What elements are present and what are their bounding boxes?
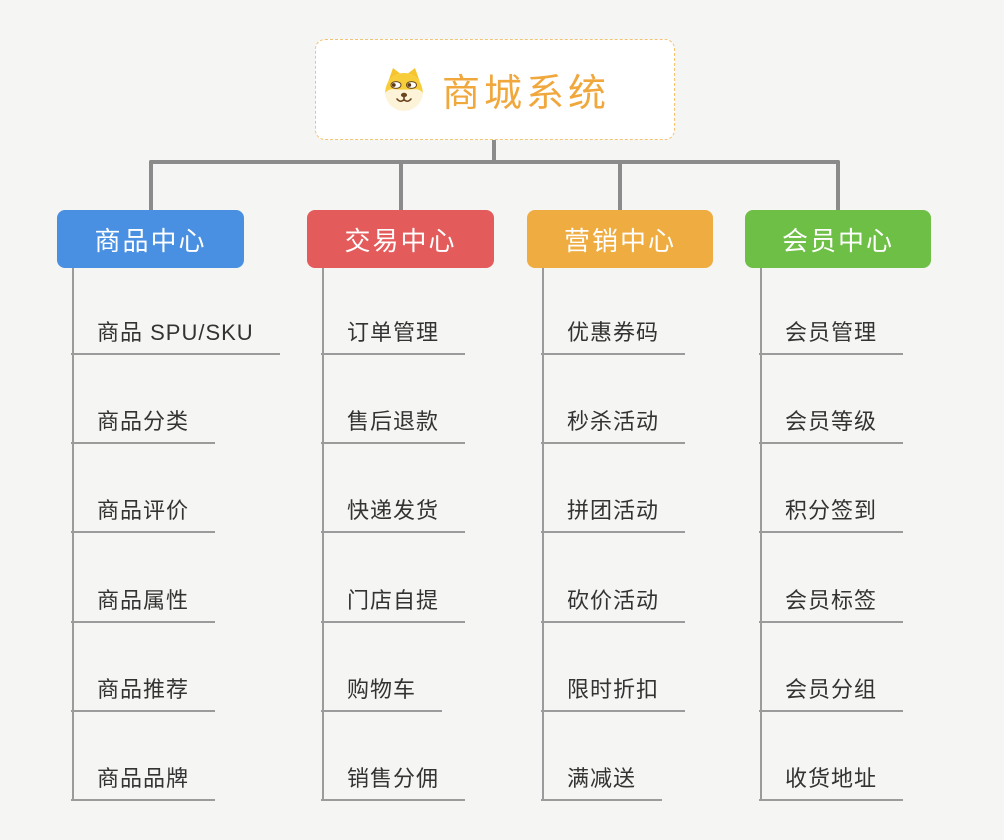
leaf-node[interactable]: 快递发货 [321,496,466,533]
leaf-node[interactable]: 优惠券码 [541,318,686,355]
leaf-node[interactable]: 会员等级 [759,407,904,444]
leaf-node[interactable]: 收货地址 [759,764,904,801]
root-title: 商城系统 [441,73,610,115]
leaf-node[interactable]: 商品推荐 [71,675,216,712]
branch-spine-line [72,268,74,801]
leaf-node[interactable]: 商品分类 [71,407,216,444]
root-connector-line [492,139,496,164]
branch-bus-line [149,160,840,164]
leaf-node[interactable]: 会员分组 [759,675,904,712]
leaf-node[interactable]: 购物车 [321,675,443,712]
dog-face-icon [384,67,423,111]
branch-connector-line [399,160,403,212]
branch-spine-line [760,268,762,801]
leaf-node[interactable]: 商品 SPU/SKU [71,318,280,355]
leaf-node[interactable]: 拼团活动 [541,496,686,533]
leaf-node[interactable]: 会员标签 [759,586,904,623]
leaf-node[interactable]: 门店自提 [321,586,466,623]
branch-connector-line [836,160,840,212]
leaf-node[interactable]: 销售分佣 [321,764,466,801]
leaf-node[interactable]: 商品属性 [71,586,216,623]
leaf-node[interactable]: 积分签到 [759,496,904,533]
branch-connector-line [618,160,622,212]
branch-spine-line [322,268,324,801]
root-node[interactable]: 商城系统 [315,39,675,140]
leaf-node[interactable]: 商品品牌 [71,764,216,801]
branch-header-product-center[interactable]: 商品中心 [57,210,244,268]
branch-header-member-center[interactable]: 会员中心 [745,210,931,268]
leaf-node[interactable]: 秒杀活动 [541,407,686,444]
leaf-node[interactable]: 满减送 [541,764,663,801]
branch-header-trade-center[interactable]: 交易中心 [307,210,494,268]
leaf-node[interactable]: 商品评价 [71,496,216,533]
leaf-node[interactable]: 订单管理 [321,318,466,355]
branch-spine-line [542,268,544,801]
leaf-node[interactable]: 会员管理 [759,318,904,355]
leaf-node[interactable]: 售后退款 [321,407,466,444]
leaf-node[interactable]: 砍价活动 [541,586,686,623]
branch-header-marketing-center[interactable]: 营销中心 [527,210,713,268]
leaf-node[interactable]: 限时折扣 [541,675,686,712]
branch-connector-line [149,160,153,212]
